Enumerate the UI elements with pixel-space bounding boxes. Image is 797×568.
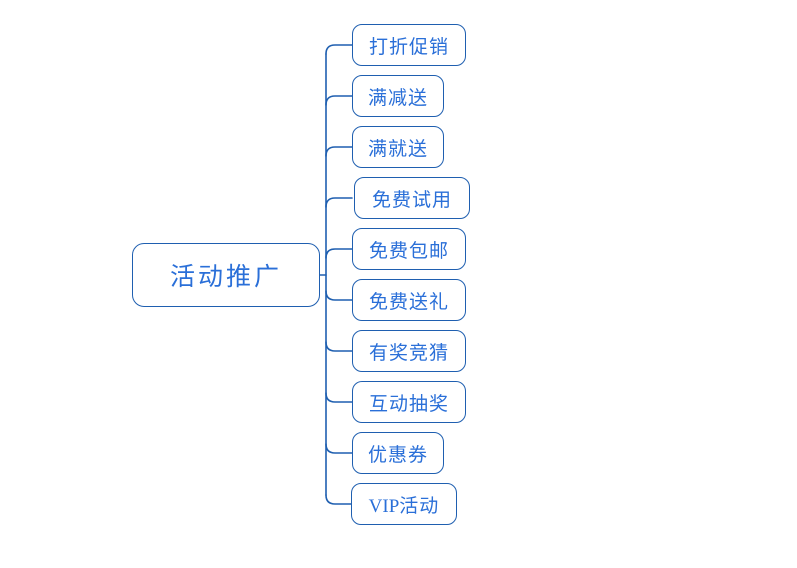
- child-node-label-latin: VIP: [368, 495, 400, 517]
- child-node-1[interactable]: 打折促销: [352, 24, 466, 66]
- child-node-6[interactable]: 免费送礼: [352, 279, 466, 321]
- child-node-8[interactable]: 互动抽奖: [352, 381, 466, 423]
- root-node-activity-promotion[interactable]: 活动推广: [132, 243, 320, 307]
- child-node-label: 满减送: [367, 87, 428, 109]
- connector-branch-3: [325, 146, 353, 157]
- child-node-3[interactable]: 满就送: [352, 126, 444, 168]
- child-node-2[interactable]: 满减送: [352, 75, 444, 117]
- child-node-label: 免费试用: [371, 189, 452, 211]
- connector-branch-10: [325, 494, 353, 505]
- child-node-label: VIP活动: [369, 491, 440, 518]
- connector-branch-1: [325, 44, 353, 55]
- root-node-label: 活动推广: [169, 263, 282, 291]
- child-node-label: 互动抽奖: [368, 393, 449, 415]
- child-node-4[interactable]: 免费试用: [354, 177, 470, 219]
- connector-branch-7: [325, 341, 353, 352]
- child-node-10[interactable]: VIP活动: [351, 483, 457, 525]
- connector-branch-5: [325, 248, 353, 259]
- connector-branch-8: [325, 392, 353, 403]
- child-node-label-cjk: 活动: [399, 495, 440, 517]
- connector-branch-9: [325, 443, 353, 454]
- connector-branch-4: [325, 197, 353, 208]
- child-node-label: 满就送: [367, 138, 428, 160]
- child-node-label: 免费送礼: [368, 291, 449, 313]
- child-node-label: 打折促销: [368, 36, 449, 58]
- child-node-label: 免费包邮: [368, 240, 449, 262]
- connector-branch-2: [325, 95, 353, 106]
- child-node-label: 有奖竞猜: [368, 342, 449, 364]
- child-node-label: 优惠券: [367, 444, 428, 466]
- child-node-7[interactable]: 有奖竞猜: [352, 330, 466, 372]
- connector-branch-6: [325, 290, 353, 301]
- child-node-5[interactable]: 免费包邮: [352, 228, 466, 270]
- child-node-9[interactable]: 优惠券: [352, 432, 444, 474]
